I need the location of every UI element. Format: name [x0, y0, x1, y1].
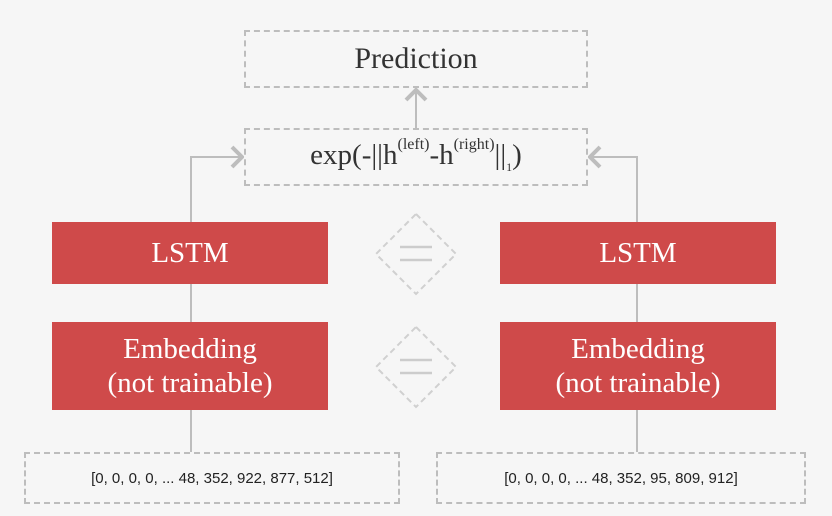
- right-embedding-note: (not trainable): [555, 367, 721, 399]
- formula-right-sup: (right): [453, 136, 495, 154]
- left-lstm-label: LSTM: [151, 237, 229, 269]
- prediction-label: Prediction: [354, 42, 478, 75]
- formula-minus: -h: [429, 139, 454, 172]
- left-input-sequence-box: [0, 0, 0, 0, ... 48, 352, 922, 877, 512]: [24, 452, 400, 504]
- right-input-sequence: [0, 0, 0, 0, ... 48, 352, 95, 809, 912]: [504, 469, 738, 487]
- formula-bars: ||: [494, 139, 507, 172]
- prediction-box: Prediction: [244, 30, 588, 88]
- embedding-shared-weights-equals-icon: [374, 325, 458, 409]
- formula-left-sup: (left): [397, 136, 430, 154]
- left-lstm-layer: LSTM: [52, 222, 328, 284]
- formula-sub: 1: [506, 159, 513, 174]
- similarity-formula-box: exp(-||h(left)-h(right)||1): [244, 128, 588, 186]
- right-embedding-layer: Embedding (not trainable): [500, 322, 776, 410]
- lstm-shared-weights-equals-icon: [374, 212, 458, 296]
- left-embedding-note: (not trainable): [107, 367, 273, 399]
- left-lstm-to-formula-arrow: [190, 145, 245, 222]
- formula-suffix: ): [512, 139, 522, 172]
- similarity-formula: exp(-||h(left)-h(right)||1): [310, 136, 522, 175]
- right-lstm-label: LSTM: [599, 237, 677, 269]
- left-embedding-label: Embedding: [123, 333, 257, 365]
- left-input-sequence: [0, 0, 0, 0, ... 48, 352, 922, 877, 512]: [91, 469, 333, 487]
- right-input-sequence-box: [0, 0, 0, 0, ... 48, 352, 95, 809, 912]: [436, 452, 806, 504]
- right-embedding-label: Embedding: [571, 333, 705, 365]
- left-embedding-layer: Embedding (not trainable): [52, 322, 328, 410]
- formula-prefix: exp(-||h: [310, 139, 398, 172]
- right-lstm-to-formula-arrow: [587, 145, 638, 222]
- right-lstm-layer: LSTM: [500, 222, 776, 284]
